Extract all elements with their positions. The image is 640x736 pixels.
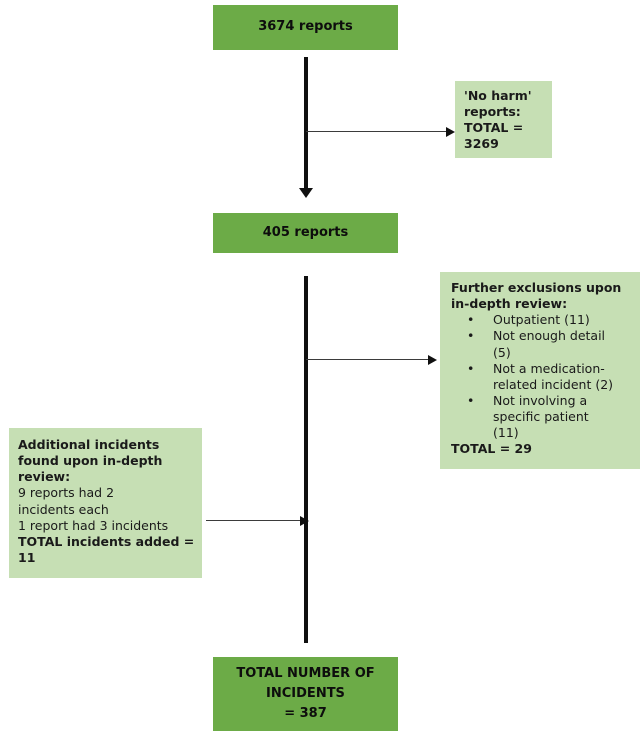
connector-line-top xyxy=(304,57,308,189)
additional-body-line-1: 9 reports had 2 xyxy=(18,485,115,501)
list-item: • Not involving a specific patient (11) xyxy=(451,393,636,441)
exclusion-item-text: Outpatient (11) xyxy=(493,312,590,328)
arrowhead-down-icon xyxy=(299,188,313,198)
arrow-right-no-harm-icon xyxy=(446,127,455,137)
node-total-incidents-label: TOTAL NUMBER OF INCIDENTS = 387 xyxy=(213,657,398,731)
connector-line-from-additional xyxy=(206,520,306,521)
total-incidents-line-2: INCIDENTS xyxy=(266,685,345,701)
list-item: • Not a medication- related incident (2) xyxy=(451,361,636,393)
no-harm-line-2: reports: xyxy=(464,104,521,120)
bullet-icon: • xyxy=(467,312,475,328)
node-reports-reviewed-label: 405 reports xyxy=(262,224,349,240)
exclusion-item-text: Not involving a xyxy=(493,392,588,408)
no-harm-line-4: 3269 xyxy=(464,136,499,152)
additional-total-line-2: 11 xyxy=(18,549,36,565)
exclusions-heading-line-2: in-depth review: xyxy=(451,296,568,312)
additional-total-line-1: TOTAL incidents added = xyxy=(18,533,195,549)
exclusions-heading-line-1: Further exclusions upon xyxy=(451,280,622,295)
connector-line-to-exclusions xyxy=(306,359,429,360)
total-incidents-line-3: = 387 xyxy=(284,706,327,722)
list-item: • Outpatient (11) xyxy=(451,312,636,328)
arrow-right-exclusions-icon xyxy=(428,355,437,365)
bullet-icon: • xyxy=(467,328,475,344)
node-reports-total-label: 3674 reports xyxy=(258,19,353,35)
node-exclusions-text: Further exclusions upon in-depth review:… xyxy=(451,280,636,457)
exclusion-item-text-cont: specific patient xyxy=(493,409,589,424)
exclusion-item-text: Not enough detail xyxy=(493,328,606,344)
node-reports-reviewed: 405 reports xyxy=(213,213,398,253)
bullet-icon: • xyxy=(467,360,475,376)
exclusions-total: TOTAL = 29 xyxy=(451,441,532,457)
connector-line-to-no-harm xyxy=(306,131,447,132)
total-incidents-line-1: TOTAL NUMBER OF xyxy=(236,665,375,681)
exclusion-item-text-cont: related incident (2) xyxy=(493,376,614,392)
node-no-harm: 'No harm' reports: TOTAL = 3269 xyxy=(455,81,552,158)
exclusion-item-text-cont-2: (11) xyxy=(493,425,519,441)
connector-line-main xyxy=(304,276,308,643)
node-reports-total: 3674 reports xyxy=(213,5,398,50)
node-additional-incidents: Additional incidents found upon in-depth… xyxy=(9,428,202,578)
additional-body-line-3: 1 report had 3 incidents xyxy=(18,517,169,533)
additional-heading-line-1: Additional incidents xyxy=(18,437,160,452)
additional-body-line-2: incidents each xyxy=(18,501,109,517)
bullet-icon: • xyxy=(467,392,475,408)
node-exclusions: Further exclusions upon in-depth review:… xyxy=(440,272,640,469)
arrow-right-additional-icon xyxy=(300,516,309,526)
exclusion-item-text-cont: (5) xyxy=(493,344,511,360)
no-harm-line-3: TOTAL = xyxy=(464,120,524,136)
node-total-incidents: TOTAL NUMBER OF INCIDENTS = 387 xyxy=(213,657,398,731)
no-harm-line-1: 'No harm' xyxy=(464,88,532,103)
node-no-harm-text: 'No harm' reports: TOTAL = 3269 xyxy=(464,88,546,153)
exclusions-list: • Outpatient (11) • Not enough detail (5… xyxy=(451,312,636,441)
node-additional-incidents-text: Additional incidents found upon in-depth… xyxy=(18,437,196,566)
additional-heading-line-3: review: xyxy=(18,469,71,485)
list-item: • Not enough detail (5) xyxy=(451,328,636,360)
exclusion-item-text: Not a medication- xyxy=(493,360,605,376)
additional-heading-line-2: found upon in-depth xyxy=(18,453,163,469)
